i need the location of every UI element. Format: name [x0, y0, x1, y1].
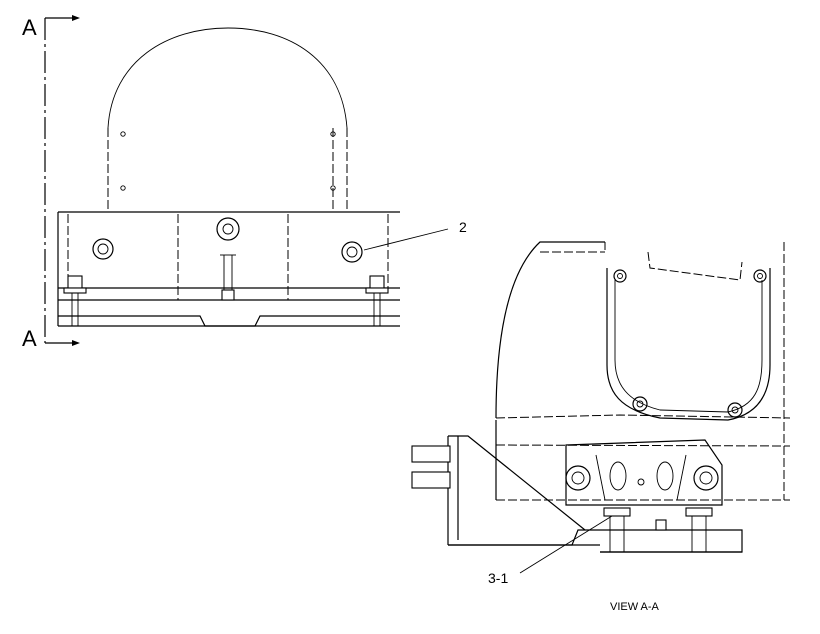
- callout-2-label: 2: [459, 219, 467, 235]
- section-letter-top: A: [22, 15, 37, 40]
- top-view: [57, 27, 400, 327]
- section-letter-bottom: A: [22, 326, 37, 351]
- view-caption: VIEW A-A: [610, 601, 660, 613]
- callout-2-leader: [363, 228, 449, 251]
- callout-3-1-label: 3-1: [488, 570, 508, 586]
- callout-3-1-leader: [519, 515, 613, 574]
- section-view: [411, 241, 791, 553]
- section-cut-line: [44, 15, 80, 346]
